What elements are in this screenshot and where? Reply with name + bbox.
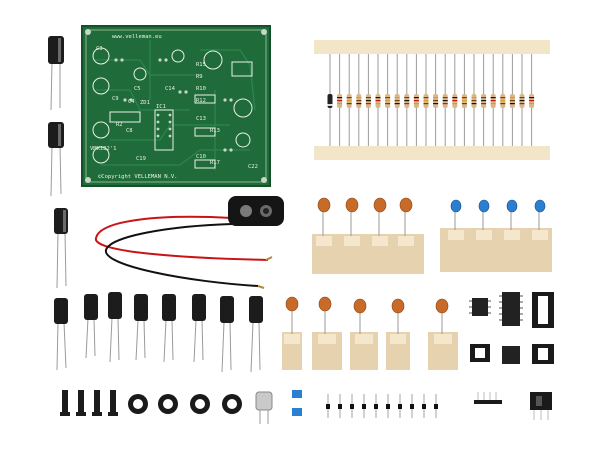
resistor-color-band — [461, 97, 467, 99]
resistor-color-band — [385, 100, 391, 102]
resistor-color-band — [356, 103, 362, 105]
pcb-ref-r9: R9 — [196, 74, 203, 80]
resistor-color-band — [519, 103, 525, 105]
pcb-model-text: VMK1B2'1 — [90, 146, 117, 152]
resistor-color-band — [481, 97, 487, 99]
ceramic-capacitors-blue-strip — [440, 199, 552, 272]
resistor-color-band — [529, 100, 535, 102]
bottom-row-parts — [60, 390, 552, 424]
resistor-color-band — [423, 97, 429, 99]
pcb-ref-c22: C22 — [248, 164, 258, 170]
resistor-color-band — [509, 100, 515, 102]
pcb-ref-r12: R12 — [196, 98, 206, 104]
resistor-color-band — [442, 97, 448, 99]
resistor-color-band — [452, 97, 458, 99]
resistor-color-band — [375, 100, 381, 102]
resistor-color-band — [481, 103, 487, 105]
resistor-color-band — [471, 100, 477, 102]
resistor-color-band — [346, 97, 352, 99]
resistor-color-band — [490, 97, 496, 99]
resistor-color-band — [461, 103, 467, 105]
pcb-ref-r15: R15 — [196, 62, 206, 68]
resistor-tape-strip — [314, 40, 550, 160]
pcb-ref-c14: C14 — [165, 86, 176, 92]
pcb-ref-c13: C13 — [196, 116, 206, 122]
resistor-color-band — [519, 100, 525, 102]
resistor-color-band — [394, 97, 400, 99]
resistor-color-band — [385, 97, 391, 99]
resistor-color-band — [365, 103, 371, 105]
resistor-color-band — [490, 103, 496, 105]
pcb-url-text: www.velleman.eu — [112, 34, 162, 40]
pcb-ref-zd1: ZD1 — [140, 100, 150, 106]
pcb-ref-r17: R17 — [210, 160, 220, 166]
pcb-ref-r10: R10 — [196, 86, 206, 92]
pcb-ref-ic1: IC1 — [156, 104, 166, 110]
pcb-ref-c3: C3 — [96, 46, 103, 52]
resistor-color-band — [471, 97, 477, 99]
resistor-color-band — [346, 103, 352, 105]
resistor-color-band — [413, 97, 419, 99]
resistor-color-band — [461, 100, 467, 102]
resistor-color-band — [433, 100, 439, 102]
pcb-ref-c4: C4 — [128, 99, 135, 105]
resistor-color-band — [423, 103, 429, 105]
resistor-color-band — [509, 103, 515, 105]
resistor-color-band — [500, 100, 506, 102]
resistor-color-band — [394, 100, 400, 102]
pcb-ref-r2: R2 — [116, 122, 123, 128]
resistor-color-band — [404, 100, 410, 102]
resistor-color-band — [500, 103, 506, 105]
resistor-color-band — [413, 100, 419, 102]
pcb-copyright-text: ©Copyright VELLEMAN N.V. — [98, 174, 177, 180]
resistor-color-band — [423, 100, 429, 102]
integrated-circuits-and-sockets — [469, 292, 554, 364]
resistor-color-band — [490, 100, 496, 102]
resistor-color-band — [346, 100, 352, 102]
resistor-color-band — [404, 97, 410, 99]
pcb-ref-c19: C19 — [136, 156, 146, 162]
resistor-color-band — [452, 100, 458, 102]
resistor-color-band — [529, 103, 535, 105]
resistor-color-band — [413, 103, 419, 105]
pcb-ref-c5: C5 — [134, 86, 141, 92]
resistor-color-band — [481, 100, 487, 102]
ceramic-capacitors-orange-strip — [312, 197, 424, 274]
resistor-color-band — [442, 100, 448, 102]
resistor-color-band — [356, 97, 362, 99]
resistor-color-band — [365, 97, 371, 99]
resistor-color-band — [471, 103, 477, 105]
resistor-color-band — [375, 103, 381, 105]
resistor-color-band — [375, 97, 381, 99]
resistor-color-band — [519, 97, 525, 99]
resistor-color-band — [394, 103, 400, 105]
resistor-color-band — [509, 97, 515, 99]
pcb-ref-c10: C10 — [196, 154, 206, 160]
resistor-color-band — [356, 100, 362, 102]
resistor-color-band — [365, 100, 371, 102]
resistor-color-band — [337, 97, 343, 99]
diode-stripe — [327, 104, 333, 106]
resistor-color-band — [433, 97, 439, 99]
battery-snap — [95, 196, 284, 289]
resistor-color-band — [337, 103, 343, 105]
resistor-color-band — [404, 103, 410, 105]
pcb-ref-r13: R13 — [210, 128, 220, 134]
ceramic-capacitors-lower — [282, 296, 458, 370]
resistor-color-band — [529, 97, 535, 99]
resistor-color-band — [385, 103, 391, 105]
resistor-color-band — [452, 103, 458, 105]
electrolytic-capacitors — [48, 36, 263, 373]
pcb-ref-c8: C8 — [126, 128, 133, 134]
resistor-color-band — [433, 103, 439, 105]
resistor-color-band — [442, 103, 448, 105]
pcb-ref-c9: C9 — [112, 96, 119, 102]
resistor-color-band — [500, 97, 506, 99]
pcb-board: www.velleman.eu VMK1B2'1 ©Copyright VELL… — [81, 25, 271, 187]
resistor-color-band — [337, 100, 343, 102]
